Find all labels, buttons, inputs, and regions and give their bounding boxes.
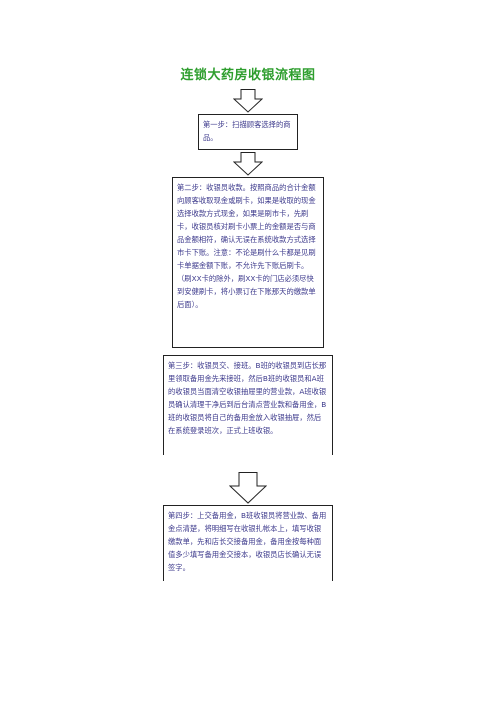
step-2-text: 第二步：收银员收款。按照商品的合计金额向顾客收取现金或刷卡，如果是收取的现金选择… <box>177 183 316 309</box>
step-4-box: 第四步：上交备用金，B班收银员将营业款、备用金点清楚，将明细写在收银扎帐本上，填… <box>163 505 333 581</box>
down-arrow-icon <box>233 152 263 176</box>
page-title: 连锁大药房收银流程图 <box>180 68 316 83</box>
step-2-box: 第二步：收银员收款。按照商品的合计金额向顾客收取现金或刷卡，如果是收取的现金选择… <box>172 177 324 348</box>
step-1-text: 第一步：扫描顾客选择的商品。 <box>203 120 291 142</box>
down-arrow-icon <box>229 472 267 504</box>
step-1-box: 第一步：扫描顾客选择的商品。 <box>198 114 298 150</box>
step-4-text: 第四步：上交备用金，B班收银员将营业款、备用金点清楚，将明细写在收银扎帐本上，填… <box>168 511 327 572</box>
step-3-text: 第三步：收银员交、接班。B班的收银员到店长那里领取备用金先来接班，然后B班的收银… <box>168 361 327 435</box>
down-arrow-icon <box>233 89 263 113</box>
step-3-box: 第三步：收银员交、接班。B班的收银员到店长那里领取备用金先来接班，然后B班的收银… <box>163 355 333 455</box>
